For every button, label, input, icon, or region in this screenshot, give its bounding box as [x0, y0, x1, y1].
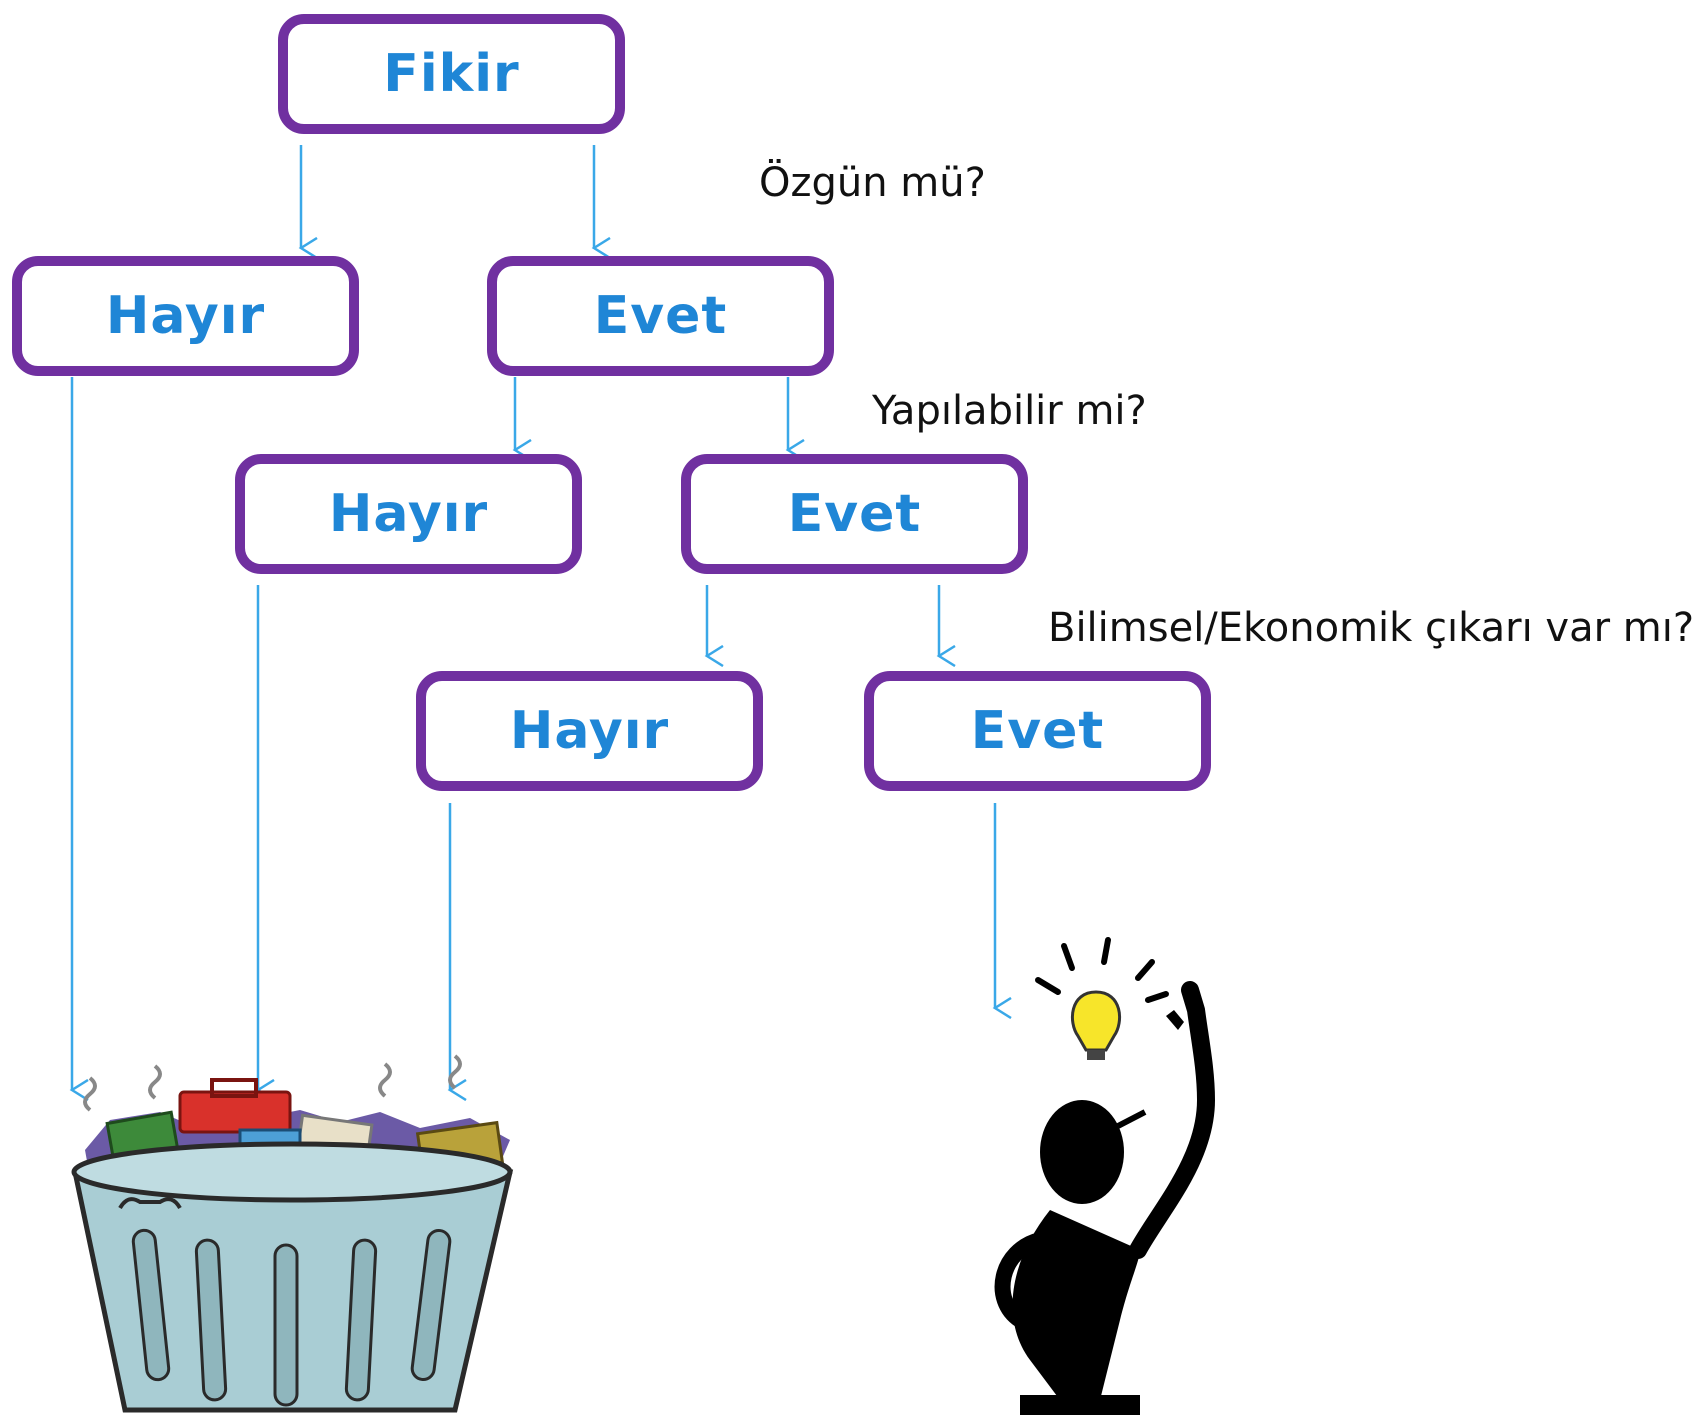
node-evet-2: Evet — [681, 454, 1028, 574]
node-evet-1: Evet — [487, 256, 834, 376]
hand-icon — [1166, 1010, 1184, 1030]
node-hayir-3: Hayır — [416, 671, 763, 791]
garbage-pile-icon — [85, 1078, 510, 1209]
torso-icon — [1012, 1210, 1140, 1400]
node-hayir-2: Hayır — [235, 454, 582, 574]
sparkle-lines-icon — [1035, 937, 1169, 1003]
nose-icon — [1116, 1109, 1147, 1129]
raised-arm-icon — [1129, 981, 1216, 1259]
node-evet-3: Evet — [864, 671, 1211, 791]
legs-icon — [1020, 1395, 1140, 1415]
stink-lines-icon — [83, 1054, 462, 1112]
lightbulb-icon — [1070, 990, 1122, 1060]
question-ozgun: Özgün mü? — [759, 160, 986, 206]
question-yapilabilir: Yapılabilir mi? — [872, 388, 1147, 434]
node-fikir: Fikir — [278, 14, 625, 134]
node-hayir-1: Hayır — [12, 256, 359, 376]
hip-arm-icon — [994, 1232, 1068, 1332]
head-icon — [1040, 1100, 1124, 1204]
question-bilimsel-ekonomik: Bilimsel/Ekonomik çıkarı var mı? — [1048, 605, 1695, 651]
bin-body-icon — [71, 1141, 514, 1413]
